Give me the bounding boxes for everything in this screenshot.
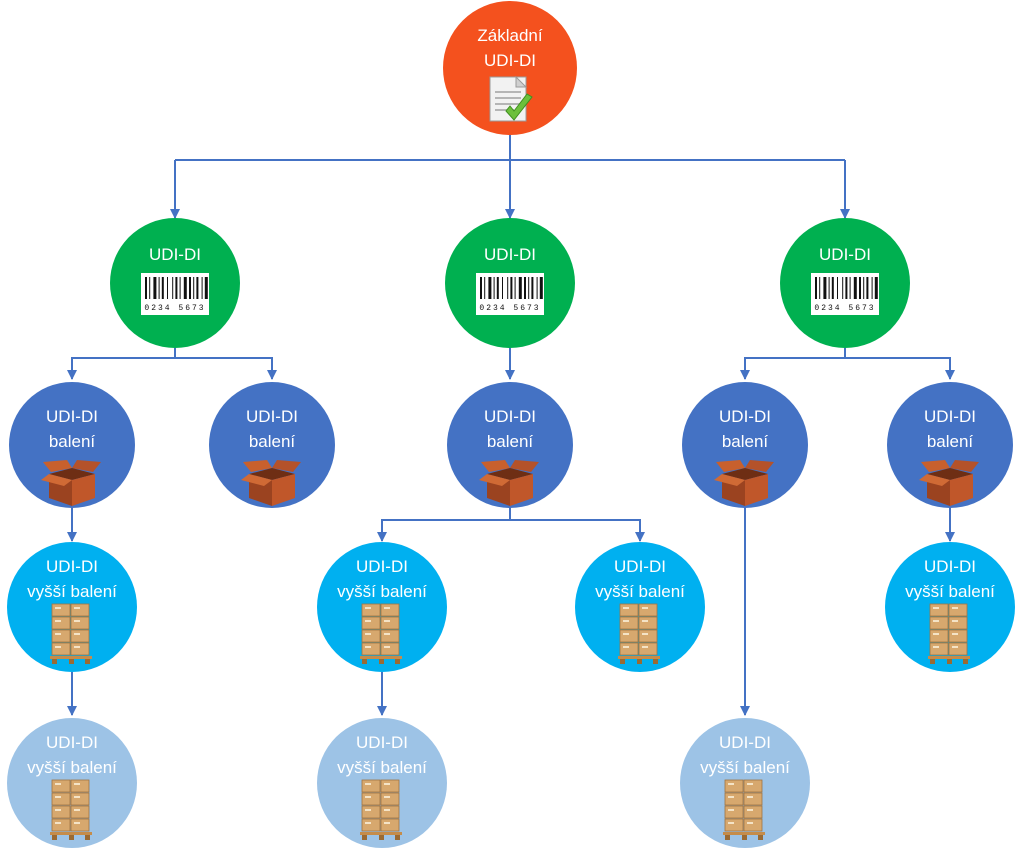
node-label-line2: vyšší balení	[337, 582, 427, 601]
node-b4: UDI-DI balení	[682, 382, 808, 508]
barcode-icon: 0234 5673	[141, 273, 216, 322]
connector-b3-h3	[510, 519, 645, 542]
document-check-icon	[482, 75, 538, 134]
node-label-line1: UDI-DI	[46, 557, 98, 576]
node-label-line1: UDI-DI	[719, 407, 771, 426]
svg-text:0234 5673: 0234 5673	[814, 304, 875, 313]
barcode-icon: 0234 5673	[476, 273, 551, 322]
box-icon	[919, 458, 981, 515]
node-b1: UDI-DI balení	[9, 382, 135, 508]
pallet-icon	[617, 602, 663, 673]
node-h3: UDI-DI vyšší balení	[575, 542, 705, 672]
node-b2: UDI-DI balení	[209, 382, 335, 508]
node-di3: UDI-DI 0234 5673	[780, 218, 910, 348]
node-label-line1: UDI-DI	[924, 557, 976, 576]
node-label-line1: UDI-DI	[924, 407, 976, 426]
node-label-line1: UDI-DI	[819, 245, 871, 264]
connector-di1-b1	[67, 348, 176, 380]
node-l3: UDI-DI vyšší balení	[680, 718, 810, 848]
pallet-icon	[49, 778, 95, 849]
node-label-line1: UDI-DI	[356, 733, 408, 752]
node-h2: UDI-DI vyšší balení	[317, 542, 447, 672]
pallet-icon	[927, 602, 973, 673]
node-label-line1: UDI-DI	[246, 407, 298, 426]
node-b5: UDI-DI balení	[887, 382, 1013, 508]
connector-di1-b2	[175, 357, 277, 380]
node-label-line1: UDI-DI	[614, 557, 666, 576]
pallet-icon	[359, 602, 405, 673]
node-label-line1: UDI-DI	[46, 733, 98, 752]
connector-b3-h2	[377, 508, 511, 542]
node-label-line2: vyšší balení	[905, 582, 995, 601]
pallet-icon	[722, 778, 768, 849]
node-l2: UDI-DI vyšší balení	[317, 718, 447, 848]
node-di2: UDI-DI 0234 5673	[445, 218, 575, 348]
box-icon	[714, 458, 776, 515]
node-label-line1: UDI-DI	[356, 557, 408, 576]
node-label-line2: vyšší balení	[27, 758, 117, 777]
svg-text:0234 5673: 0234 5673	[144, 304, 205, 313]
node-di1: UDI-DI 0234 5673	[110, 218, 240, 348]
connector-di3-b5	[845, 357, 955, 380]
svg-text:0234 5673: 0234 5673	[479, 304, 540, 313]
node-label-line2: balení	[721, 432, 769, 451]
node-label-line1: UDI-DI	[149, 245, 201, 264]
node-label-line2: UDI-DI	[484, 51, 536, 70]
node-label-line1: UDI-DI	[484, 407, 536, 426]
box-icon	[241, 458, 303, 515]
node-label-line1: UDI-DI	[719, 733, 771, 752]
box-icon	[479, 458, 541, 515]
node-label-line2: balení	[926, 432, 974, 451]
node-label-line1: UDI-DI	[484, 245, 536, 264]
node-label-line2: vyšší balení	[595, 582, 685, 601]
connector-di3-b4	[740, 348, 846, 380]
node-h4: UDI-DI vyšší balení	[885, 542, 1015, 672]
node-h1: UDI-DI vyšší balení	[7, 542, 137, 672]
pallet-icon	[359, 778, 405, 849]
node-label-line2: balení	[486, 432, 534, 451]
pallet-icon	[49, 602, 95, 673]
barcode-icon: 0234 5673	[811, 273, 886, 322]
node-label-line2: balení	[48, 432, 96, 451]
node-b3: UDI-DI balení	[447, 382, 573, 508]
node-label-line1: Základní	[477, 26, 543, 45]
box-icon	[41, 458, 103, 515]
node-label-line2: vyšší balení	[337, 758, 427, 777]
node-l1: UDI-DI vyšší balení	[7, 718, 137, 848]
node-label-line2: vyšší balení	[27, 582, 117, 601]
node-label-line1: UDI-DI	[46, 407, 98, 426]
node-label-line2: balení	[248, 432, 296, 451]
node-label-line2: vyšší balení	[700, 758, 790, 777]
